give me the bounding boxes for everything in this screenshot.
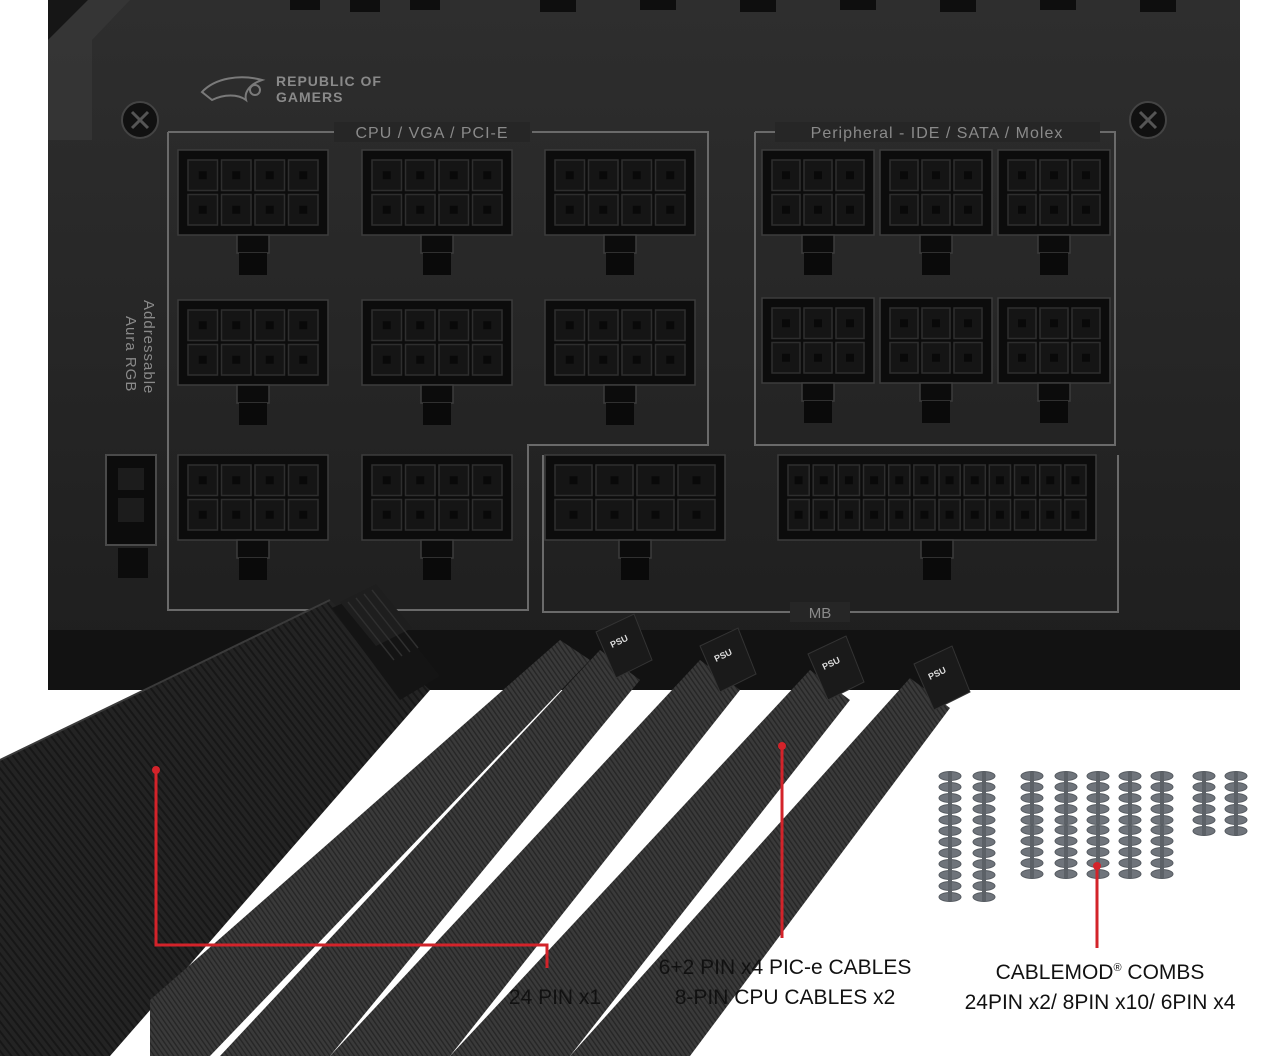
callout-dot bbox=[152, 766, 160, 774]
cable-comb bbox=[1224, 771, 1248, 836]
power-socket bbox=[177, 149, 329, 275]
callout-dot bbox=[1093, 862, 1101, 870]
power-socket bbox=[177, 299, 329, 425]
caption-combs-brand: CABLEMOD bbox=[995, 961, 1114, 984]
cable-comb bbox=[972, 771, 996, 902]
cable-comb bbox=[1118, 771, 1142, 825]
power-socket bbox=[777, 454, 1097, 580]
caption-combs: CABLEMOD® COMBS 24PIN x2/ 8PIN x10/ 6PIN… bbox=[920, 953, 1280, 1018]
cable-comb bbox=[1054, 825, 1078, 879]
cable-combs bbox=[938, 771, 1248, 902]
power-socket bbox=[761, 297, 875, 423]
caption-combs-word: COMBS bbox=[1121, 961, 1205, 984]
cable-comb bbox=[1054, 771, 1078, 825]
screw-icon bbox=[121, 101, 159, 139]
caption-combs-line-2: 24PIN x2/ 8PIN x10/ 6PIN x4 bbox=[964, 991, 1236, 1014]
brand-line-1: REPUBLIC OF bbox=[276, 73, 382, 89]
cable-comb bbox=[1150, 825, 1174, 879]
cable-comb bbox=[1020, 771, 1044, 825]
brand-line-2: GAMERS bbox=[276, 89, 343, 105]
power-socket bbox=[879, 149, 993, 275]
screw-icon bbox=[1129, 101, 1167, 139]
cable-comb bbox=[1118, 825, 1142, 879]
psu-connector bbox=[913, 645, 971, 711]
cable-comb bbox=[1192, 771, 1216, 836]
group-label-peripheral: Peripheral - IDE / SATA / Molex bbox=[811, 125, 1064, 142]
rgb-port bbox=[105, 454, 157, 578]
power-socket bbox=[361, 149, 513, 275]
group-label-mb: MB bbox=[809, 605, 832, 622]
connector-24pin bbox=[332, 584, 440, 700]
caption-pcie-line-1: 6+2 PIN x4 PIC-e CABLES bbox=[658, 956, 912, 979]
psu-connector bbox=[807, 635, 865, 701]
caption-24pin: 24 PIN x1 bbox=[470, 983, 640, 1013]
caption-pcie: 6+2 PIN x4 PIC-e CABLES 8-PIN CPU CABLES… bbox=[600, 953, 970, 1013]
psu-connector bbox=[699, 627, 757, 693]
cable-comb bbox=[1020, 825, 1044, 879]
rgb-label-line-1: Addressable bbox=[140, 300, 157, 394]
caption-pcie-line-2: 8-PIN CPU CABLES x2 bbox=[674, 986, 896, 1009]
power-socket bbox=[544, 454, 726, 580]
power-socket bbox=[879, 297, 993, 423]
callout-dot bbox=[778, 742, 786, 750]
power-socket bbox=[997, 297, 1111, 423]
caption-combs-line-1: CABLEMOD® COMBS bbox=[920, 953, 1280, 988]
group-label-cpu-vga: CPU / VGA / PCI-E bbox=[355, 125, 508, 142]
power-socket bbox=[361, 454, 513, 580]
cable-comb bbox=[1150, 771, 1174, 825]
callout-lines bbox=[154, 746, 1099, 968]
caption-24pin-text: 24 PIN x1 bbox=[508, 986, 602, 1009]
cable-comb bbox=[938, 771, 962, 902]
psu-connector bbox=[595, 613, 653, 679]
cables: PSU PSU PSU PSU bbox=[0, 584, 971, 1056]
power-socket bbox=[544, 149, 696, 275]
power-socket bbox=[761, 149, 875, 275]
power-socket bbox=[997, 149, 1111, 275]
registered-mark: ® bbox=[1113, 962, 1122, 974]
rog-logo-icon bbox=[200, 76, 266, 103]
power-socket bbox=[544, 299, 696, 425]
power-socket bbox=[177, 454, 329, 580]
rgb-label-line-2: Aura RGB bbox=[122, 316, 139, 392]
cable-comb bbox=[1086, 771, 1110, 825]
power-socket bbox=[361, 299, 513, 425]
group-outlines bbox=[167, 131, 1119, 613]
